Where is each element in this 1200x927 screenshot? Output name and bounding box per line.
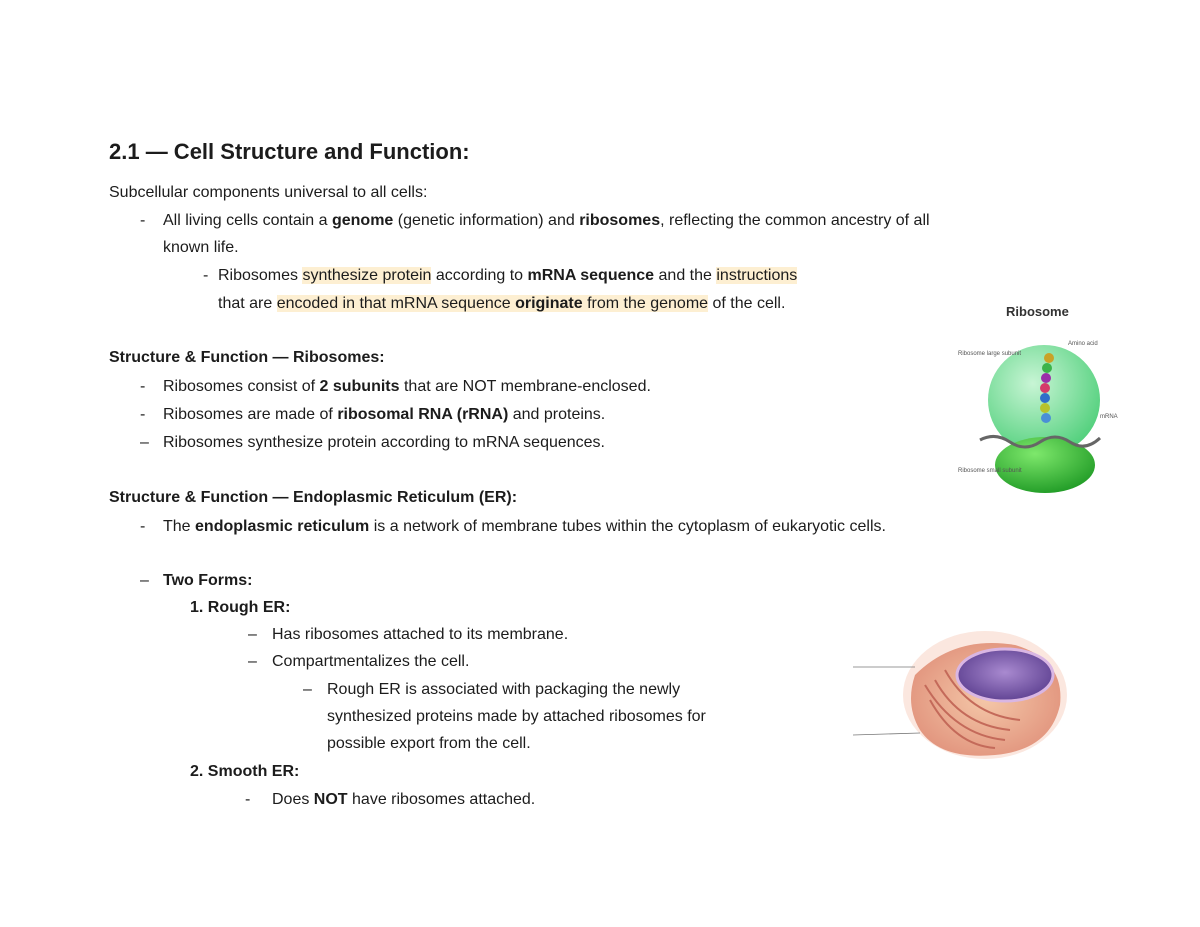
rough-er-item-compartment: Compartmentalizes the cell. — [272, 653, 470, 670]
label-mrna: mRNA — [1100, 414, 1118, 420]
er-bullet-definition: The endoplasmic reticulum is a network o… — [163, 518, 886, 535]
label-amino-acid: Amino acid — [1068, 341, 1098, 347]
bullet-dash: – — [140, 572, 149, 589]
label-line — [852, 732, 921, 736]
rough-er-heading: 1. Rough ER: — [190, 599, 291, 616]
page-title: 2.1 — Cell Structure and Function: — [109, 139, 470, 164]
bullet-dash: - — [203, 267, 209, 284]
bullet-genome-line: All living cells contain a genome (genet… — [163, 212, 930, 229]
bullet-dash: – — [303, 681, 312, 698]
rough-er-item-packaging: Rough ER is associated with packaging th… — [327, 681, 681, 698]
sub-bullet-ribosome-continuation: that are encoded in that mRNA sequence o… — [218, 295, 786, 312]
er-heading: Structure & Function — Endoplasmic Retic… — [109, 489, 518, 506]
ribosome-bullet-rrna: Ribosomes are made of ribosomal RNA (rRN… — [163, 406, 606, 423]
rough-er-item-packaging-cont1: synthesized proteins made by attached ri… — [327, 708, 706, 725]
intro-text: Subcellular components universal to all … — [109, 184, 428, 201]
bullet-dash: - — [140, 406, 146, 423]
ribosome-illustration: Ribosome Amino acid Ribosome large subun… — [958, 304, 1118, 493]
amino-acid-chain — [1040, 353, 1054, 423]
bullet-dash: – — [248, 626, 257, 643]
nucleus — [955, 647, 1055, 703]
bullet-dash: - — [140, 378, 146, 395]
label-small-subunit: Ribosome small subunit — [958, 468, 1022, 474]
mrna-strand — [979, 435, 1102, 449]
rough-er-item-packaging-cont2: possible export from the cell. — [327, 735, 531, 752]
ribosomes-heading: Structure & Function — Ribosomes: — [109, 349, 385, 366]
er-folds — [924, 669, 1021, 749]
bullet-dash: - — [245, 791, 251, 808]
bullet-dash: – — [248, 653, 257, 670]
er-two-forms: Two Forms: — [163, 572, 253, 589]
sub-bullet-ribosome-line: Ribosomes synthesize protein according t… — [218, 267, 798, 284]
ribosome-bullet-synthesis: Ribosomes synthesize protein according t… — [163, 434, 605, 451]
bullet-genome-continuation: known life. — [163, 239, 239, 256]
endoplasmic-reticulum-illustration — [852, 631, 1067, 759]
smooth-er-heading: 2. Smooth ER: — [190, 763, 300, 780]
label-large-subunit: Ribosome large subunit — [958, 351, 1021, 357]
er-figure — [845, 615, 1075, 770]
smooth-er-item: Does NOT have ribosomes attached. — [272, 791, 536, 808]
bullet-dash: - — [140, 212, 146, 229]
small-subunit — [995, 437, 1095, 493]
rough-er-item-ribosomes: Has ribosomes attached to its membrane. — [272, 626, 569, 643]
ribosome-bullet-subunits: Ribosomes consist of 2 subunits that are… — [163, 378, 651, 395]
ribosome-figure: Ribosome Amino acid Ribosome large subun… — [950, 300, 1140, 495]
ribosome-figure-title: Ribosome — [1006, 304, 1069, 319]
bullet-dash: - — [140, 518, 146, 535]
bullet-dash: – — [140, 434, 149, 451]
